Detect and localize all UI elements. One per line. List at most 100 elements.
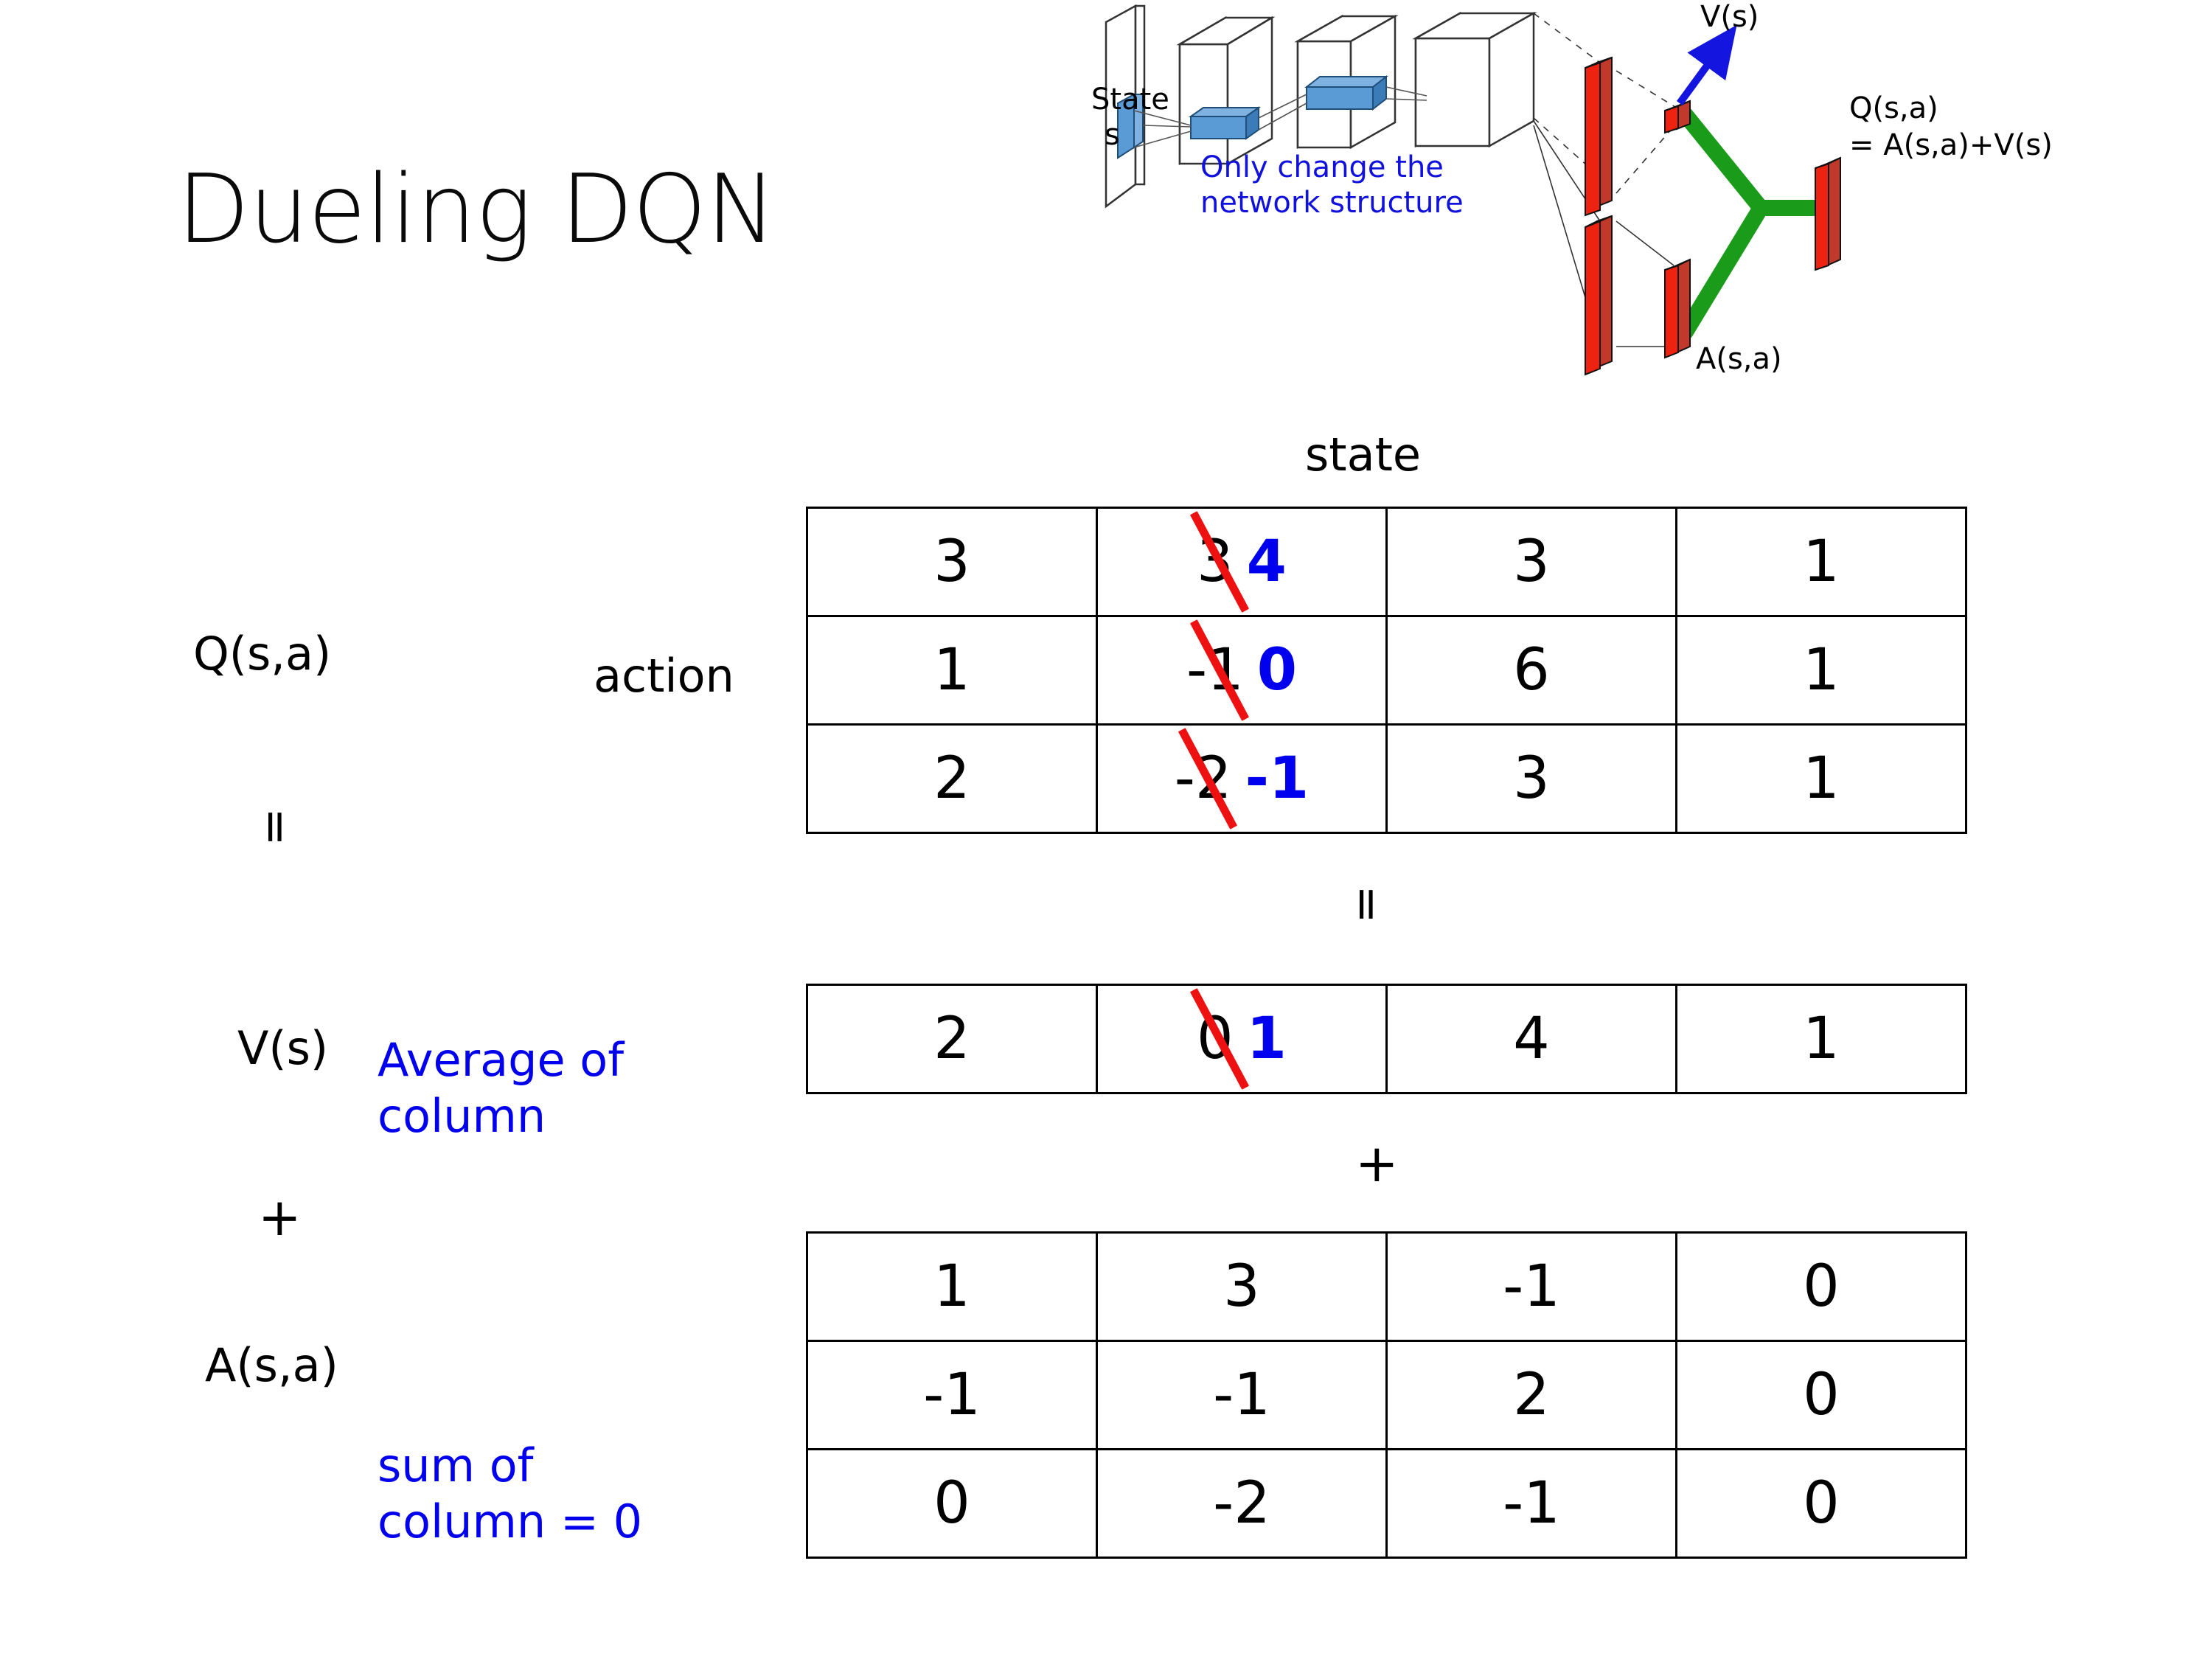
a-value-table: 1 3 -1 0 -1 -1 2 0 0 -2 -1 0	[806, 1231, 1967, 1559]
table-cell: 1	[1675, 507, 1967, 617]
cell-value: 2	[933, 1006, 970, 1072]
cell-value: -1	[1503, 1253, 1560, 1320]
table-cell: -1	[806, 1340, 1098, 1450]
table-cell: -2-1	[1096, 723, 1388, 834]
cell-value: 0	[933, 1470, 970, 1537]
diagram-note-line2: network structure	[1200, 186, 1464, 220]
table-cell: 1	[806, 1231, 1098, 1342]
table-row: -1 -1 2 0	[806, 1340, 1967, 1450]
v-table-label: V(s)	[237, 1021, 329, 1075]
cell-value: 1	[933, 1253, 970, 1320]
cell-value: 3	[1513, 745, 1550, 812]
average-note-line1: Average of	[378, 1033, 625, 1087]
table-cell: 1	[806, 615, 1098, 726]
cell-value: 0	[1803, 1470, 1840, 1537]
table-row: 0 -2 -1 0	[806, 1448, 1967, 1559]
q-table-label: Q(s,a)	[193, 627, 332, 681]
struck-old-value: 3	[1189, 511, 1249, 613]
cell-value: 2	[1513, 1362, 1550, 1428]
dueling-network-diagram: State s Only change the network structur…	[1091, 0, 2212, 413]
cell-value: 4	[1513, 1006, 1550, 1072]
struck-old-value: -2	[1175, 728, 1237, 830]
corrected-new-value: -1	[1245, 745, 1310, 812]
table-row: 20141	[806, 984, 1967, 1094]
cell-value: -1	[923, 1362, 981, 1428]
table-cell: 0	[806, 1448, 1098, 1559]
action-axis-label: action	[594, 649, 734, 703]
table-cell: 0	[1675, 1448, 1967, 1559]
table-row: 1 -10 6 1	[806, 615, 1967, 726]
diagram-a-output: A(s,a)	[1696, 342, 1782, 376]
a-table-label: A(s,a)	[205, 1338, 338, 1392]
cell-value: 2	[933, 745, 970, 812]
table-cell: 1	[1675, 615, 1967, 726]
table-row: 1 3 -1 0	[806, 1231, 1967, 1342]
diagram-q-output-line2: = A(s,a)+V(s)	[1849, 128, 2053, 162]
sum-note-line2: column = 0	[378, 1494, 643, 1548]
table-cell: 3	[806, 507, 1098, 617]
struck-old-value: -1	[1186, 619, 1249, 721]
cell-value: 1	[1803, 745, 1840, 812]
table-cell: 3	[1385, 723, 1677, 834]
diagram-v-output: V(s)	[1700, 0, 1759, 34]
table-row: 2 -2-1 3 1	[806, 723, 1967, 834]
cell-value: -1	[1213, 1362, 1270, 1428]
sum-of-column-note: sum of column = 0	[378, 1438, 724, 1549]
cell-value: 6	[1513, 637, 1550, 703]
v-table-body: 20141	[806, 984, 1967, 1094]
cell-value: -1	[1503, 1470, 1560, 1537]
table-cell: 4	[1385, 984, 1677, 1094]
table-cell: 3	[1385, 507, 1677, 617]
cell-value: 3	[1513, 529, 1550, 595]
table-cell: 2	[806, 984, 1098, 1094]
average-note-line2: column	[378, 1088, 546, 1143]
equals-sign-left: =	[249, 807, 304, 846]
plus-sign-middle: +	[1355, 1133, 1399, 1194]
table-cell: 0	[1675, 1340, 1967, 1450]
cell-value: 0	[1803, 1253, 1840, 1320]
cell-value: 3	[933, 529, 970, 595]
equals-sign-middle: =	[1340, 885, 1395, 924]
plus-sign-left: +	[258, 1187, 302, 1248]
cell-value: 1	[1803, 1006, 1840, 1072]
corrected-new-value: 0	[1256, 637, 1298, 703]
table-cell: 34	[1096, 507, 1388, 617]
cell-value: 1	[933, 637, 970, 703]
strikethrough-mark	[1178, 728, 1237, 830]
cell-value: 3	[1223, 1253, 1260, 1320]
table-cell: 3	[1096, 1231, 1388, 1342]
cell-value: -2	[1213, 1470, 1270, 1537]
table-cell: -1	[1385, 1231, 1677, 1342]
corrected-new-value: 4	[1246, 529, 1287, 595]
struck-old-value: 0	[1189, 988, 1249, 1090]
table-cell: 01	[1096, 984, 1388, 1094]
strikethrough-mark	[1189, 511, 1249, 613]
table-cell: -10	[1096, 615, 1388, 726]
table-cell: 6	[1385, 615, 1677, 726]
diagram-note-line1: Only change the	[1200, 150, 1444, 184]
table-cell: 0	[1675, 1231, 1967, 1342]
a-table-body: 1 3 -1 0 -1 -1 2 0 0 -2 -1 0	[806, 1231, 1967, 1559]
page-title: Dueling DQN	[177, 155, 776, 265]
table-cell: 1	[1675, 723, 1967, 834]
strikethrough-mark	[1189, 619, 1249, 721]
sum-note-line1: sum of	[378, 1439, 534, 1492]
strikethrough-mark	[1189, 988, 1249, 1090]
table-cell: 2	[1385, 1340, 1677, 1450]
corrected-new-value: 1	[1246, 1006, 1287, 1072]
table-cell: -2	[1096, 1448, 1388, 1559]
state-axis-label: state	[1305, 428, 1422, 481]
diagram-state-line1: State	[1091, 83, 1169, 116]
table-cell: 2	[806, 723, 1098, 834]
table-row: 33431	[806, 507, 1967, 617]
cell-value: 1	[1803, 529, 1840, 595]
diagram-q-output-line1: Q(s,a)	[1849, 91, 1938, 125]
average-of-column-note: Average of column	[378, 1032, 724, 1144]
table-cell: 1	[1675, 984, 1967, 1094]
cell-value: 0	[1803, 1362, 1840, 1428]
v-value-table: 20141	[806, 984, 1967, 1094]
table-cell: -1	[1385, 1448, 1677, 1559]
table-cell: -1	[1096, 1340, 1388, 1450]
